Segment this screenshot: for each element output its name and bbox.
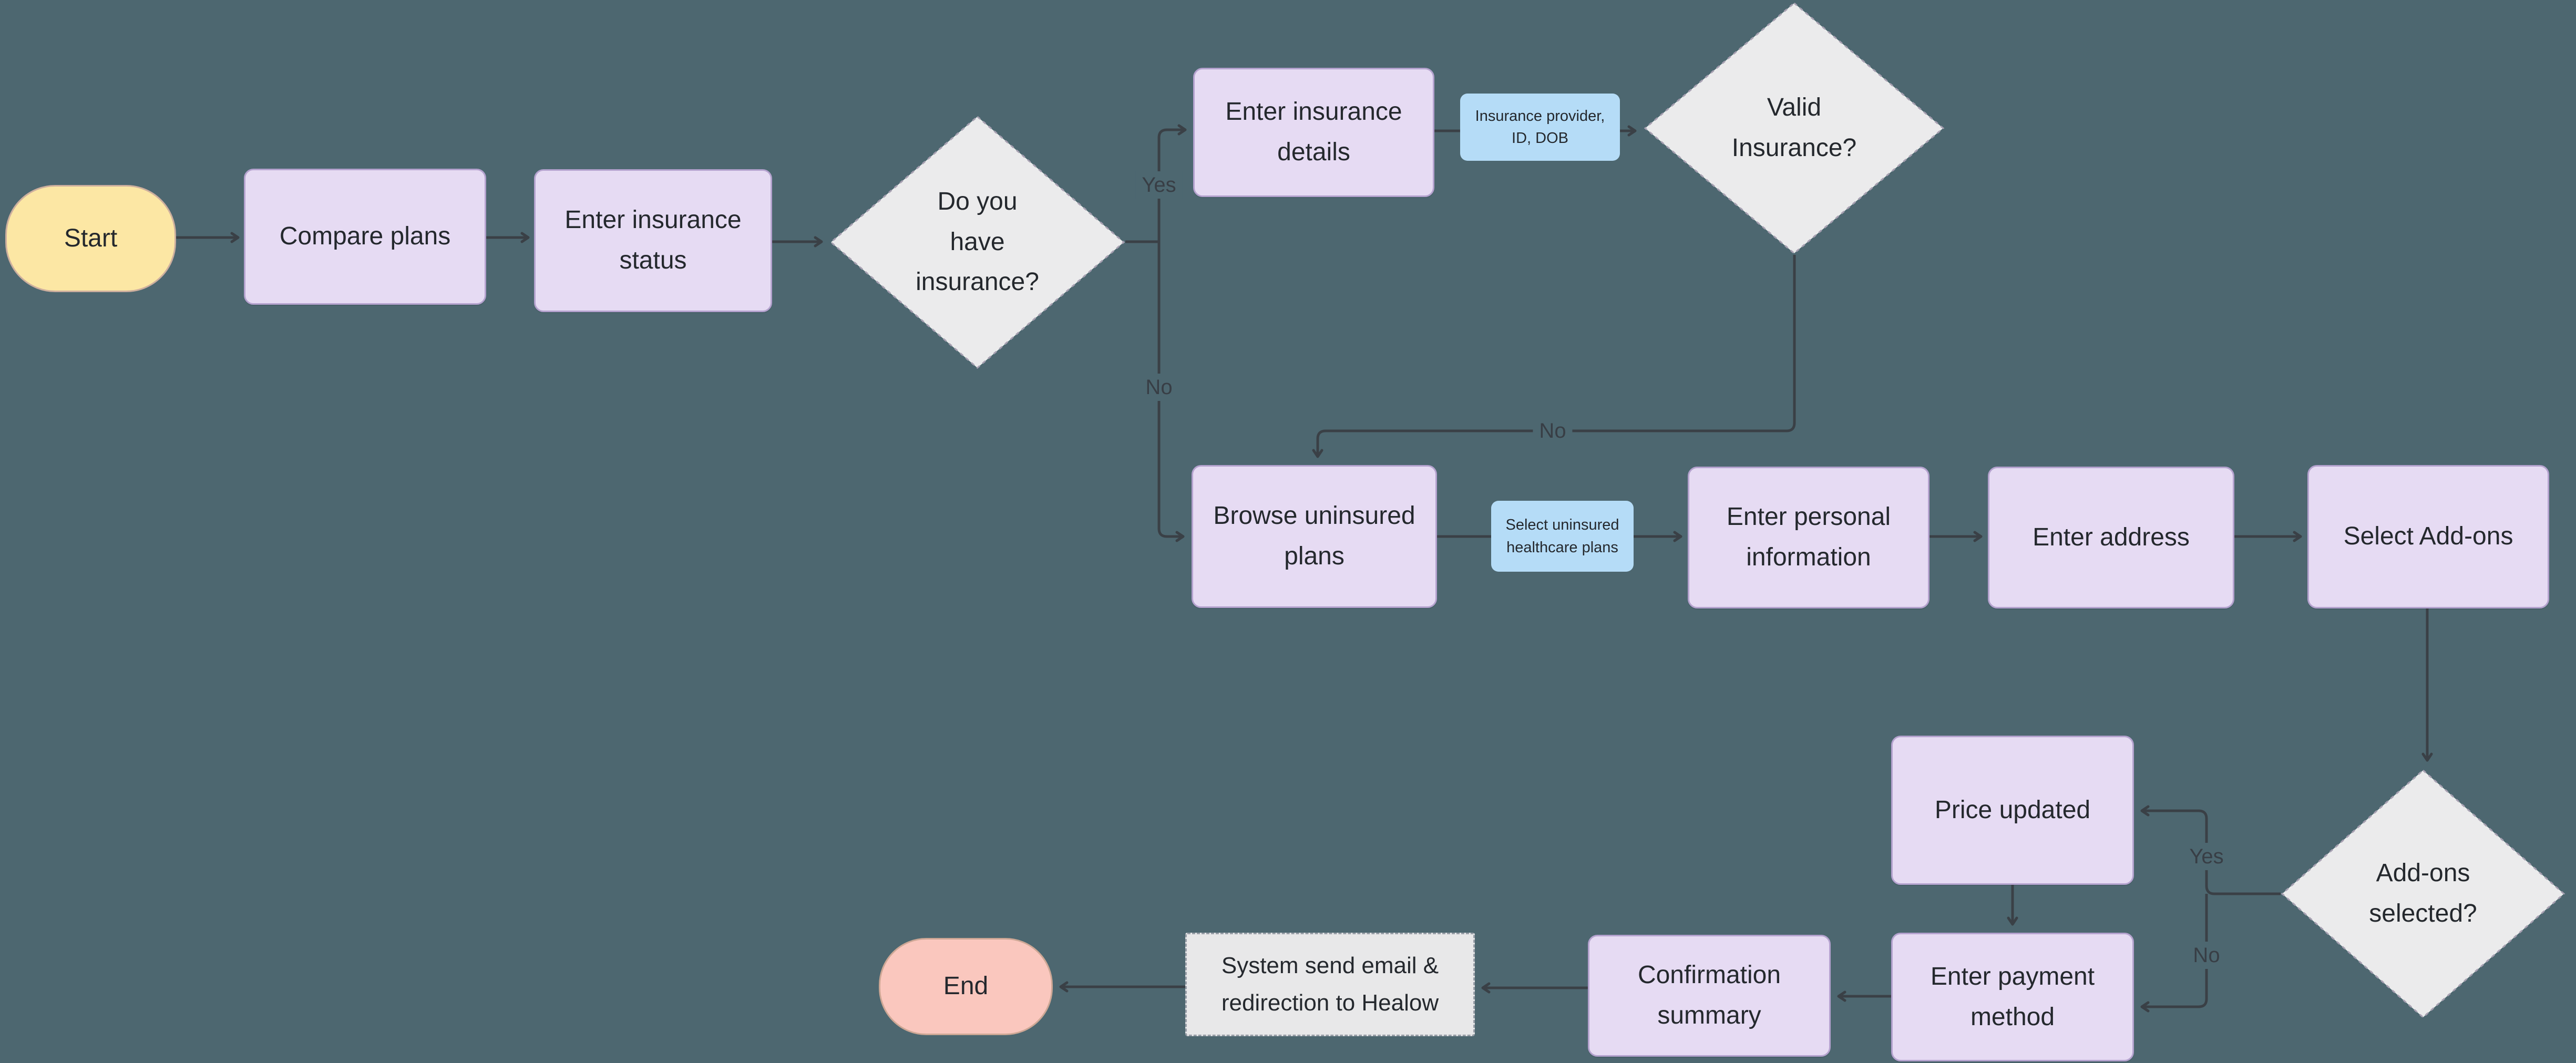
node-label: Enter insurance details xyxy=(1225,98,1402,166)
edge-label-valid-insurance-no: No xyxy=(1533,417,1573,445)
node-label: Enter insurance status xyxy=(565,206,742,274)
node-label: Confirmation summary xyxy=(1637,961,1781,1029)
node-enter-payment-method[interactable]: Enter payment method xyxy=(1891,933,2134,1061)
decision-diamond-shape xyxy=(2281,769,2565,1018)
node-label: Valid Insurance? xyxy=(1731,94,1857,162)
node-enter-insurance-details[interactable]: Enter insurance details xyxy=(1193,68,1434,197)
edge-haveinsurance-yes-details xyxy=(1125,124,1187,243)
node-confirmation-summary[interactable]: Confirmation summary xyxy=(1588,935,1831,1057)
edge-haveinsurance-no-browse xyxy=(1157,242,1185,542)
node-label: Compare plans xyxy=(279,222,451,251)
node-end[interactable]: End xyxy=(879,938,1053,1035)
node-label: Add-ons selected? xyxy=(2369,859,2477,927)
decision-diamond-shape xyxy=(829,116,1125,369)
annotation-label: Select uninsured healthcare plans xyxy=(1505,517,1619,556)
node-addons-selected[interactable]: Add-ons selected? xyxy=(2281,769,2565,1019)
node-browse-uninsured-plans[interactable]: Browse uninsured plans xyxy=(1192,465,1437,608)
node-enter-address[interactable]: Enter address xyxy=(1988,467,2234,608)
node-label: Start xyxy=(64,224,118,252)
node-select-addons[interactable]: Select Add-ons xyxy=(2307,465,2549,608)
node-system-send-email[interactable]: System send email & redirection to Healo… xyxy=(1185,933,1475,1036)
node-label: Enter personal information xyxy=(1726,503,1891,571)
edge-label-addons-yes: Yes xyxy=(2183,843,2230,870)
decision-diamond-shape xyxy=(1644,2,1945,254)
node-have-insurance[interactable]: Do you have insurance? xyxy=(829,115,1125,369)
annotation-label: Insurance provider, ID, DOB xyxy=(1475,107,1605,147)
node-enter-insurance-status[interactable]: Enter insurance status xyxy=(534,169,772,312)
edge-label-addons-no: No xyxy=(2187,942,2226,969)
edge-label-have-insurance-no: No xyxy=(1139,374,1179,401)
node-compare-plans[interactable]: Compare plans xyxy=(244,169,486,305)
node-label: Enter payment method xyxy=(1930,962,2095,1031)
edge-selected-no-payment xyxy=(2140,894,2208,1013)
edge-label-have-insurance-yes: Yes xyxy=(1135,171,1183,199)
node-label: Price updated xyxy=(1934,796,2091,824)
node-start[interactable]: Start xyxy=(5,185,176,292)
node-price-updated[interactable]: Price updated xyxy=(1891,736,2134,885)
annotation-insurance-info[interactable]: Insurance provider, ID, DOB xyxy=(1460,94,1620,161)
node-label: Enter address xyxy=(2033,523,2190,551)
node-valid-insurance[interactable]: Valid Insurance? xyxy=(1644,2,1945,255)
annotation-select-plans[interactable]: Select uninsured healthcare plans xyxy=(1491,501,1634,572)
node-label: End xyxy=(943,972,989,1000)
node-enter-personal-information[interactable]: Enter personal information xyxy=(1688,467,1930,608)
node-label: Do you have insurance? xyxy=(916,187,1039,296)
node-label: System send email & redirection to Healo… xyxy=(1221,953,1439,1016)
node-label: Browse uninsured plans xyxy=(1213,502,1415,570)
node-label: Select Add-ons xyxy=(2343,522,2513,551)
